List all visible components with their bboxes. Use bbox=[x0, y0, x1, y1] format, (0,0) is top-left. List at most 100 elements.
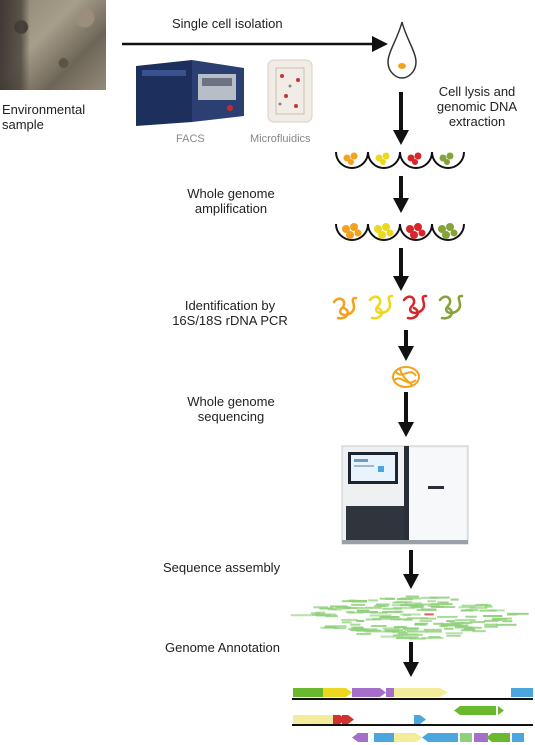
wgs-label: Whole genome sequencing bbox=[187, 394, 275, 424]
contig-fragment bbox=[440, 601, 450, 604]
contig-fragment bbox=[348, 611, 364, 614]
assembled-contigs-cloud bbox=[290, 595, 529, 640]
contig-fragment bbox=[329, 605, 348, 608]
amplified-dna-ball bbox=[392, 366, 420, 388]
contig-fragment bbox=[356, 632, 371, 635]
arrow-pcr bbox=[398, 330, 414, 361]
environmental-sample-image bbox=[0, 0, 106, 90]
contig-fragment bbox=[433, 622, 444, 625]
single-cell-isolation-label: Single cell isolation bbox=[172, 16, 283, 31]
contig-fragment bbox=[395, 600, 412, 603]
contig-fragment bbox=[454, 626, 473, 629]
contig-fragment bbox=[441, 623, 462, 626]
facs-instrument-image bbox=[132, 56, 248, 128]
contig-fragment bbox=[460, 629, 476, 632]
contig-fragment bbox=[319, 607, 334, 610]
contig-fragment bbox=[479, 609, 497, 612]
contig-fragment bbox=[439, 625, 448, 627]
contig-fragment bbox=[423, 628, 442, 631]
contig-fragment bbox=[382, 607, 402, 610]
contig-fragment bbox=[455, 624, 469, 627]
contig-fragment bbox=[351, 600, 367, 603]
contig-fragment bbox=[507, 612, 529, 615]
contig-fragment bbox=[313, 606, 328, 609]
contig-fragment bbox=[394, 610, 404, 613]
contig-fragment bbox=[427, 600, 436, 603]
contig-fragment bbox=[350, 623, 361, 626]
contig-fragment bbox=[360, 628, 378, 631]
contig-fragment bbox=[391, 604, 408, 607]
sequencer-machine bbox=[341, 445, 469, 545]
contig-fragment bbox=[393, 618, 402, 621]
contig-fragment bbox=[429, 596, 450, 599]
single-cell-droplet bbox=[387, 21, 417, 79]
contig-fragment bbox=[332, 608, 342, 611]
annotation-tracks bbox=[292, 688, 533, 742]
contig-fragment bbox=[469, 606, 488, 609]
contig-fragment bbox=[351, 603, 366, 606]
contig-fragment bbox=[341, 618, 358, 621]
contig-fragment bbox=[365, 606, 382, 609]
wga-label: Whole genome amplification bbox=[187, 186, 275, 216]
contig-fragment bbox=[430, 603, 453, 606]
contig-fragment bbox=[489, 609, 505, 612]
lysis-label: Cell lysis and genomic DNA extraction bbox=[436, 84, 518, 129]
contig-fragment bbox=[406, 617, 428, 620]
microfluidics-chip-image bbox=[262, 56, 318, 126]
contig-fragment bbox=[404, 602, 422, 605]
contig-fragment bbox=[446, 634, 461, 637]
contig-fragment bbox=[408, 637, 426, 640]
contig-fragment bbox=[484, 605, 493, 608]
contig-fragment bbox=[398, 632, 408, 635]
contig-fragment bbox=[368, 599, 378, 602]
contig-fragment bbox=[469, 621, 486, 623]
contig-fragment bbox=[482, 615, 503, 617]
contig-fragment bbox=[435, 606, 456, 608]
arrow-assembly bbox=[403, 550, 419, 589]
contig-fragment bbox=[405, 595, 420, 598]
lysis-wells bbox=[335, 151, 465, 169]
contig-fragment bbox=[428, 604, 440, 607]
contig-fragment bbox=[310, 612, 321, 615]
contig-fragment bbox=[445, 632, 463, 635]
contig-fragment bbox=[365, 618, 382, 621]
contig-fragment bbox=[348, 599, 357, 602]
contig-fragment bbox=[392, 634, 403, 637]
contig-fragment bbox=[472, 630, 486, 633]
contig-fragment bbox=[502, 620, 513, 623]
contig-fragment bbox=[444, 627, 454, 630]
contig-fragment bbox=[461, 621, 473, 624]
contig-fragment bbox=[393, 606, 415, 609]
contig-fragment bbox=[425, 630, 442, 633]
arrow-annotation bbox=[403, 642, 419, 677]
wga-wells bbox=[335, 223, 465, 241]
pcr-dna-squiggles bbox=[332, 294, 464, 320]
contig-fragment bbox=[350, 629, 361, 632]
contig-fragment bbox=[441, 624, 463, 627]
contig-fragment bbox=[484, 625, 498, 628]
contig-fragment bbox=[404, 629, 418, 632]
contig-fragment bbox=[356, 629, 375, 632]
contig-fragment bbox=[495, 623, 517, 626]
contig-fragment bbox=[461, 604, 483, 607]
contig-fragment bbox=[419, 620, 433, 622]
arrow-lysis bbox=[393, 92, 409, 145]
contig-fragment bbox=[421, 637, 444, 639]
contig-fragment bbox=[327, 608, 337, 611]
contig-fragment bbox=[463, 627, 475, 630]
contig-fragment bbox=[370, 625, 387, 627]
contig-fragment bbox=[398, 598, 413, 601]
arrow-identification bbox=[393, 248, 409, 291]
contig-fragment bbox=[376, 603, 390, 606]
contig-fragment bbox=[424, 613, 434, 616]
contig-fragment bbox=[483, 619, 499, 622]
contig-fragment bbox=[398, 636, 419, 638]
contig-fragment bbox=[406, 630, 427, 633]
contig-fragment bbox=[450, 598, 459, 601]
identification-label: Identification by 16S/18S rDNA PCR bbox=[172, 298, 288, 328]
contig-fragment bbox=[380, 635, 400, 638]
contig-fragment bbox=[465, 615, 477, 618]
contig-fragment bbox=[484, 623, 498, 626]
genome-annotation-label: Genome Annotation bbox=[165, 640, 280, 655]
contig-fragment bbox=[402, 627, 420, 630]
